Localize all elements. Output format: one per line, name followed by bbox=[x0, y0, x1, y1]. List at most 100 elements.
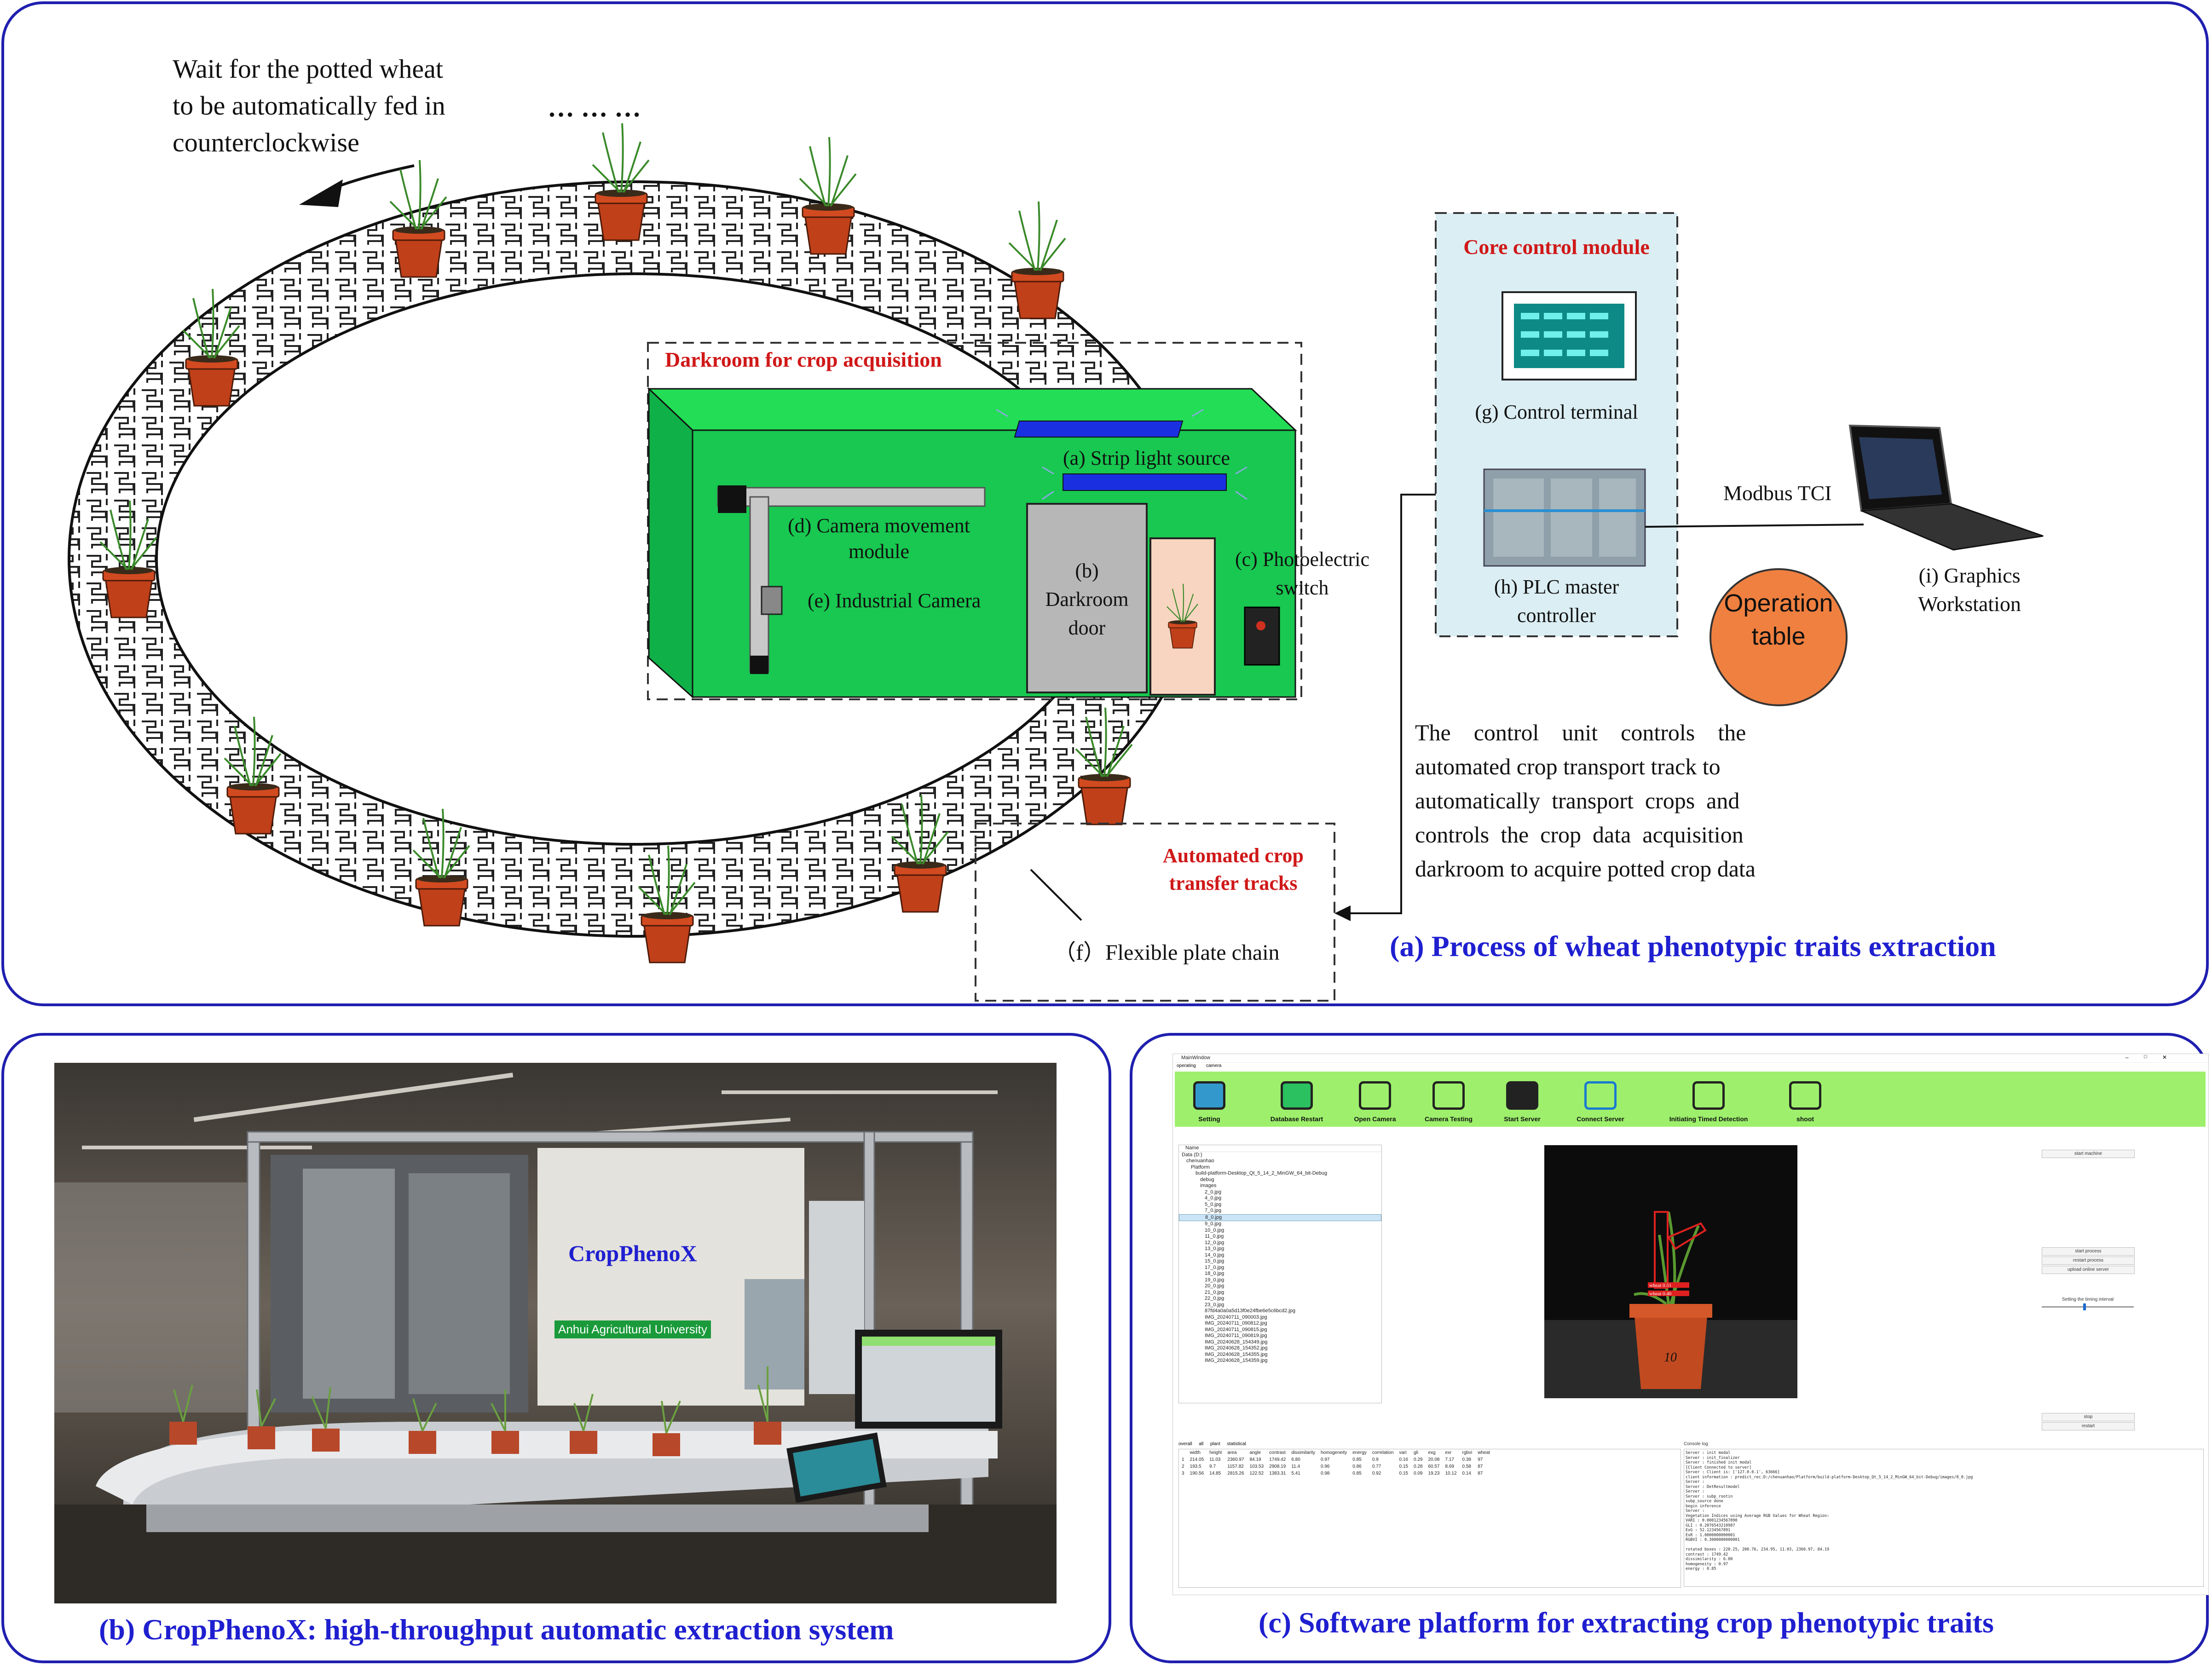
tree-file-item[interactable]: IMG_20240711_090812.jpg bbox=[1205, 1320, 1267, 1326]
close-icon[interactable]: ✕ bbox=[2162, 1054, 2167, 1061]
tree-file-item[interactable]: 4_0.jpg bbox=[1205, 1195, 1222, 1201]
tree-file-item[interactable]: IMG_20240628_154359.jpg bbox=[1205, 1358, 1268, 1363]
feed-note-line: Wait for the potted wheat bbox=[173, 54, 444, 84]
table-cell: 3 bbox=[1182, 1471, 1184, 1476]
tree-file-item[interactable]: 14_0.jpg bbox=[1205, 1252, 1224, 1258]
image-preview: wheat 0.51 wheat 0.40 10 bbox=[1544, 1145, 1797, 1398]
tree-file-item[interactable]: 17_0.jpg bbox=[1205, 1264, 1224, 1270]
tree-file-item[interactable]: 11_0.jpg bbox=[1205, 1234, 1224, 1239]
console-line: Server : bbox=[1686, 1480, 1704, 1484]
start-machine-button[interactable]: start machine bbox=[2042, 1150, 2135, 1158]
shoot-button[interactable]: shoot bbox=[1782, 1072, 1828, 1124]
tree-file-item[interactable]: IMG_20240628_154355.jpg bbox=[1205, 1351, 1268, 1357]
tree-file-item[interactable]: 15_0.jpg bbox=[1205, 1258, 1224, 1264]
restart-button[interactable]: restart bbox=[2042, 1422, 2135, 1430]
tree-file-item[interactable]: 20_0.jpg bbox=[1205, 1283, 1224, 1289]
database-restart-label: Database Restart bbox=[1270, 1115, 1323, 1123]
table-cell: 0.77 bbox=[1372, 1464, 1381, 1469]
tree-file-item[interactable]: 87fd4a0a0a5d13f0e24fbe6e5c6bcd2.jpg bbox=[1205, 1308, 1295, 1314]
open-camera-button[interactable]: Open Camera bbox=[1347, 1072, 1403, 1124]
start-server-button[interactable]: Start Server bbox=[1492, 1072, 1552, 1124]
tab-all[interactable]: all bbox=[1199, 1441, 1204, 1447]
upload-server-button[interactable]: upload online server bbox=[2042, 1266, 2135, 1274]
tree-file-item[interactable]: 7_0.jpg bbox=[1205, 1208, 1222, 1213]
table-cell: 2 bbox=[1182, 1464, 1184, 1469]
tree-folder[interactable]: debug bbox=[1200, 1176, 1214, 1182]
table-cell: 0.85 bbox=[1352, 1471, 1362, 1476]
feed-note: Wait for the potted wheat to be automati… bbox=[173, 51, 445, 161]
console-line: begin inference bbox=[1686, 1504, 1721, 1509]
tree-file-item[interactable]: IMG_20240711_090815.jpg bbox=[1205, 1326, 1267, 1332]
darkroom-door-label: (b) Darkroom door bbox=[1027, 557, 1147, 642]
tree-file-item[interactable]: 12_0.jpg bbox=[1205, 1239, 1224, 1245]
university-sign: Anhui Agricultural University bbox=[554, 1320, 711, 1338]
tree-file-item[interactable]: 22_0.jpg bbox=[1205, 1296, 1224, 1301]
timing-slider-handle[interactable] bbox=[2083, 1303, 2086, 1310]
connect-server-button[interactable]: Connect Server bbox=[1566, 1072, 1635, 1124]
tree-file-item[interactable]: IMG_20240711_090819.jpg bbox=[1205, 1333, 1267, 1338]
tree-file-item[interactable]: IMG_20240628_154349.jpg bbox=[1205, 1339, 1268, 1345]
operation-table-line: table bbox=[1751, 623, 1806, 650]
timed-detection-label: Initiating Timed Detection bbox=[1669, 1115, 1748, 1123]
tree-file-item[interactable]: 10_0.jpg bbox=[1205, 1227, 1224, 1233]
console-line: Server : bbox=[1686, 1489, 1704, 1494]
table-header-cell: energy bbox=[1352, 1450, 1367, 1455]
flexible-chain-label: （f）Flexible plate chain bbox=[1054, 940, 1280, 965]
timing-slider[interactable] bbox=[2042, 1303, 2134, 1310]
play-icon bbox=[1432, 1081, 1465, 1110]
tracks-title: Automated crop transfer tracks bbox=[1132, 842, 1334, 897]
tree-file-item[interactable]: 9_0.jpg bbox=[1205, 1221, 1222, 1227]
table-header-cell: contrast bbox=[1269, 1450, 1286, 1455]
console-title: Console log bbox=[1684, 1441, 1708, 1447]
database-restart-button[interactable]: Database Restart bbox=[1262, 1072, 1331, 1124]
camera-testing-button[interactable]: Camera Testing bbox=[1416, 1072, 1481, 1124]
modbus-label: Modbus TCI bbox=[1723, 481, 1832, 505]
tree-folder[interactable]: Data (D:) bbox=[1182, 1152, 1202, 1158]
tree-folder[interactable]: Platform bbox=[1191, 1164, 1210, 1170]
tree-file-item[interactable]: IMG_20240628_154352.jpg bbox=[1205, 1345, 1268, 1351]
description-line: automatically transport crops and bbox=[1415, 788, 1740, 813]
console-line: client information : predict_rec.D:/chen… bbox=[1686, 1475, 1973, 1480]
menu-camera[interactable]: camera bbox=[1206, 1063, 1222, 1068]
detection-label-1: wheat 0.51 bbox=[1649, 1283, 1671, 1288]
tree-file-item[interactable]: 13_0.jpg bbox=[1205, 1246, 1224, 1251]
camera-module-line: module bbox=[849, 540, 909, 563]
table-cell: 20.08 bbox=[1428, 1457, 1440, 1462]
tree-folder[interactable]: images bbox=[1200, 1183, 1217, 1188]
open-camera-label: Open Camera bbox=[1354, 1115, 1396, 1123]
tab-plant[interactable]: plant bbox=[1210, 1441, 1220, 1447]
tree-file-item[interactable]: 8_0.jpg bbox=[1179, 1214, 1381, 1221]
tree-file-item[interactable]: 21_0.jpg bbox=[1205, 1289, 1224, 1295]
tree-file-item[interactable]: 23_0.jpg bbox=[1205, 1302, 1224, 1308]
tree-file-item[interactable]: IMG_20240711_090003.jpg bbox=[1205, 1314, 1267, 1320]
console-line: dissimilarity : 6.80 bbox=[1686, 1557, 1733, 1562]
tree-folder[interactable]: chenuanhao bbox=[1186, 1158, 1214, 1164]
timed-detection-button[interactable]: Initiating Timed Detection bbox=[1653, 1072, 1764, 1124]
strip-light-label: (a) Strip light source bbox=[1063, 447, 1230, 469]
console-line: Server : init_finalizer bbox=[1686, 1455, 1740, 1460]
maximize-icon[interactable]: □ bbox=[2144, 1054, 2147, 1060]
setting-button[interactable]: Setting bbox=[1189, 1072, 1230, 1124]
restart-process-button[interactable]: restart process bbox=[2042, 1257, 2135, 1265]
tab-statistical[interactable]: statistical bbox=[1227, 1441, 1246, 1447]
table-cell: 1157.82 bbox=[1227, 1464, 1244, 1469]
tree-file-item[interactable]: 18_0.jpg bbox=[1205, 1271, 1224, 1276]
result-tabs: overall all plant statistical bbox=[1178, 1441, 1246, 1447]
pot-number: 10 bbox=[1664, 1350, 1677, 1365]
tree-file-item[interactable]: 5_0.jpg bbox=[1205, 1201, 1222, 1207]
start-process-button[interactable]: start process bbox=[2042, 1247, 2135, 1256]
tab-overall[interactable]: overall bbox=[1178, 1441, 1192, 1447]
minimize-icon[interactable]: – bbox=[2125, 1054, 2129, 1061]
stop-button[interactable]: stop bbox=[2042, 1413, 2135, 1421]
menu-operating[interactable]: operating bbox=[1177, 1063, 1196, 1068]
table-cell: 5.41 bbox=[1291, 1471, 1300, 1476]
tree-file-item[interactable]: 2_0.jpg bbox=[1205, 1189, 1222, 1195]
table-cell: 193.5 bbox=[1190, 1464, 1201, 1469]
tree-file-item[interactable]: 19_0.jpg bbox=[1205, 1277, 1224, 1283]
tree-folder[interactable]: build-platform-Desktop_Qt_5_14_2_MinGW_6… bbox=[1196, 1170, 1328, 1176]
